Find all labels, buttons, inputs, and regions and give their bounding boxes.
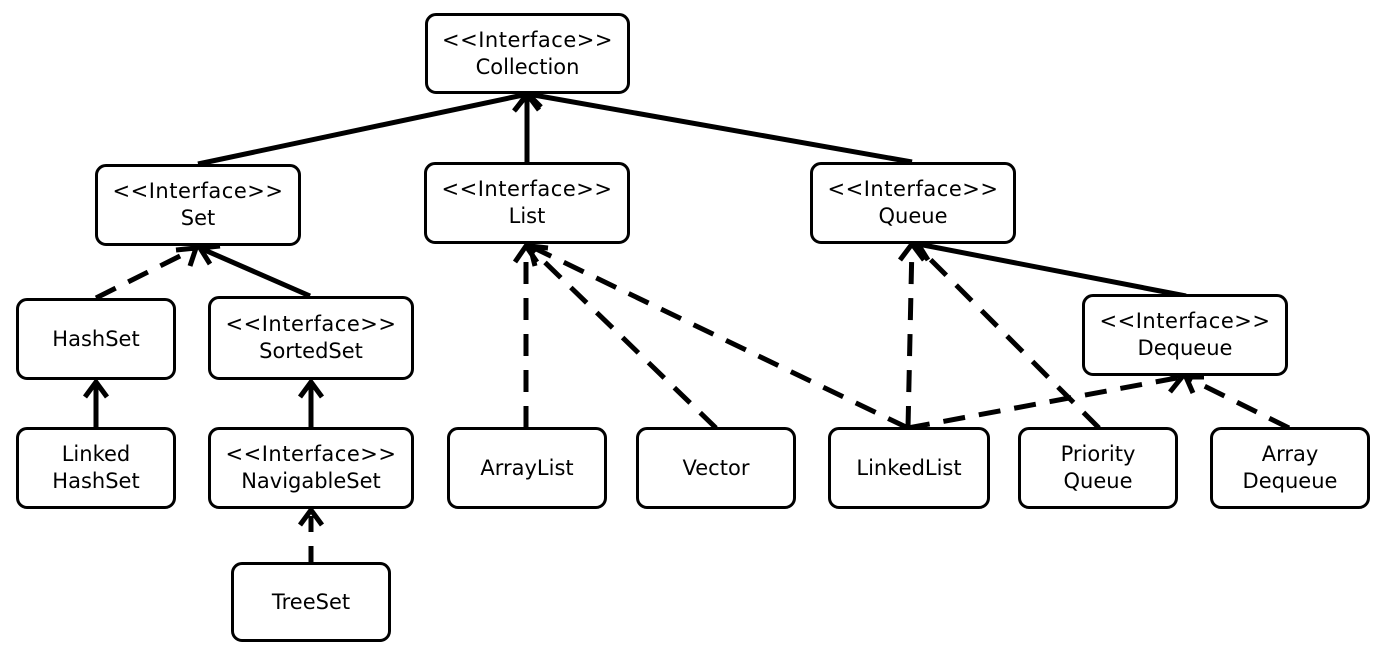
node-priorityqueue: Priority Queue bbox=[1018, 427, 1178, 509]
node-stereotype: <<Interface>> bbox=[1099, 309, 1271, 333]
arrowhead bbox=[1182, 374, 1204, 395]
edge-linkedlist-deque bbox=[907, 374, 1183, 431]
node-name: Dequeue bbox=[1137, 336, 1233, 360]
arrowhead bbox=[82, 377, 110, 399]
edge-hashset-set bbox=[94, 245, 198, 301]
node-name: HashSet bbox=[52, 326, 140, 351]
edge-deque-queue bbox=[917, 241, 1187, 299]
arrowhead bbox=[175, 245, 200, 267]
node-set: <<Interface>> Set bbox=[95, 164, 301, 246]
node-name: Collection bbox=[475, 54, 580, 79]
node-linkedlist: LinkedList bbox=[828, 427, 990, 509]
node-name-line1: Array bbox=[1261, 442, 1319, 466]
node-stereotype: <<Interface>> bbox=[827, 177, 999, 201]
node-stereotype: <<Interface>> bbox=[441, 177, 613, 201]
node-stereotype: <<Interface>> bbox=[225, 442, 397, 466]
arrowhead bbox=[898, 239, 926, 262]
node-navigableset: <<Interface>> NavigableSet bbox=[208, 427, 414, 509]
node-queue: <<Interface>> Queue bbox=[810, 162, 1016, 244]
node-stereotype: <<Interface>> bbox=[112, 179, 284, 203]
node-vector: Vector bbox=[636, 427, 796, 509]
edge-vector-list bbox=[526, 244, 718, 430]
node-arraydeque: Array Dequeue bbox=[1210, 427, 1370, 509]
edge-linkedlist-list bbox=[528, 243, 910, 431]
arrowhead bbox=[297, 377, 325, 399]
node-name-line2: Dequeue bbox=[1242, 469, 1338, 493]
node-name-line2: HashSet bbox=[52, 469, 140, 493]
node-name: List bbox=[508, 204, 546, 228]
edge-set-collection bbox=[197, 91, 529, 167]
edge-arraydeque-deque bbox=[1184, 374, 1291, 431]
node-name: TreeSet bbox=[271, 589, 351, 614]
arrowhead bbox=[297, 505, 325, 527]
node-linkedhashset: Linked HashSet bbox=[16, 427, 176, 509]
edge-sortedset-set bbox=[199, 245, 311, 299]
node-treeset: TreeSet bbox=[231, 562, 391, 642]
edge-queue-collection bbox=[527, 91, 913, 165]
node-stereotype: <<Interface>> bbox=[442, 27, 613, 52]
node-name: SortedSet bbox=[259, 339, 363, 363]
node-name: Queue bbox=[878, 204, 948, 228]
node-collection: <<Interface>> Collection bbox=[425, 13, 630, 94]
node-list: <<Interface>> List bbox=[424, 162, 630, 244]
node-name: Vector bbox=[682, 455, 750, 480]
node-hashset: HashSet bbox=[16, 298, 176, 380]
node-dequeue: <<Interface>> Dequeue bbox=[1082, 294, 1288, 376]
arrowhead bbox=[195, 243, 221, 266]
arrowhead bbox=[526, 243, 549, 267]
node-name: ArrayList bbox=[480, 455, 574, 480]
node-name-line1: Priority bbox=[1060, 442, 1136, 466]
node-name-line2: Queue bbox=[1063, 469, 1133, 493]
node-stereotype: <<Interface>> bbox=[225, 312, 397, 336]
node-sortedset: <<Interface>> SortedSet bbox=[208, 296, 414, 380]
node-arraylist: ArrayList bbox=[447, 427, 607, 509]
node-name: Set bbox=[180, 206, 216, 230]
node-name: LinkedList bbox=[856, 455, 962, 480]
edge-linkedlist-queue bbox=[905, 243, 915, 429]
node-name-line1: Linked bbox=[61, 442, 131, 466]
node-name: NavigableSet bbox=[241, 469, 381, 493]
